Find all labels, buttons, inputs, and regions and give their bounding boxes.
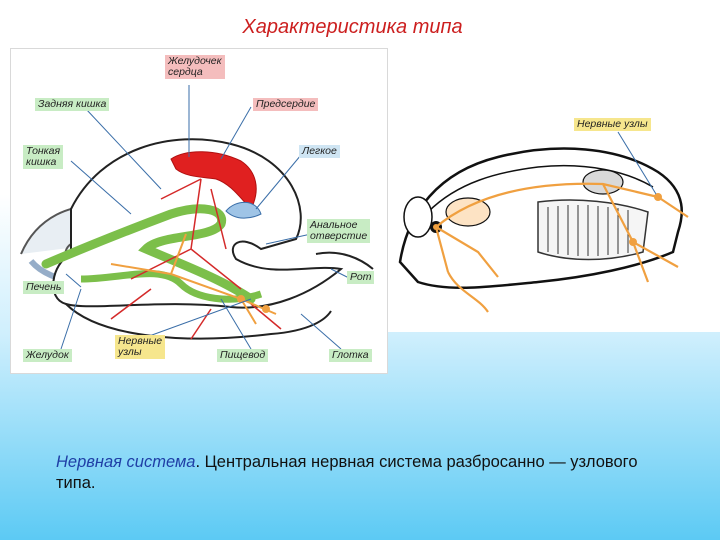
bivalve-drawing: [398, 131, 689, 313]
label-esophagus: Пищевод: [217, 349, 269, 362]
caption-text: . Центральная нервная система разбросанн…: [56, 453, 638, 492]
slide-caption: Нервная система. Центральная нервная сис…: [56, 452, 676, 494]
label-mouth: Рот: [347, 271, 375, 284]
label-anus: Анальное отверстие: [307, 219, 371, 243]
label-stomach: Желудок: [23, 349, 72, 362]
label-right-nerve-ganglia: Нервные узлы: [574, 118, 651, 131]
label-pharynx: Глотка: [329, 349, 372, 362]
slide-title: Характеристика типа: [242, 16, 463, 38]
snail-anatomy-diagram: Желудочек сердца Задняя кишка Предсердие…: [10, 48, 388, 374]
label-liver: Печень: [23, 281, 65, 294]
label-ventricle: Желудочек сердца: [165, 55, 225, 79]
label-small-intestine: Тонкая кишка: [23, 145, 64, 169]
caption-highlight: Нервная система: [56, 453, 196, 471]
label-hindgut: Задняя кишка: [35, 98, 110, 111]
label-lung: Легкое: [299, 145, 340, 158]
snail-anatomy-drawing: [20, 85, 374, 350]
label-nerve-ganglia: Нервные узлы: [115, 335, 166, 359]
label-atrium: Предсердие: [253, 98, 319, 111]
bivalve-nervous-system-diagram: Нервные узлы: [388, 102, 720, 332]
